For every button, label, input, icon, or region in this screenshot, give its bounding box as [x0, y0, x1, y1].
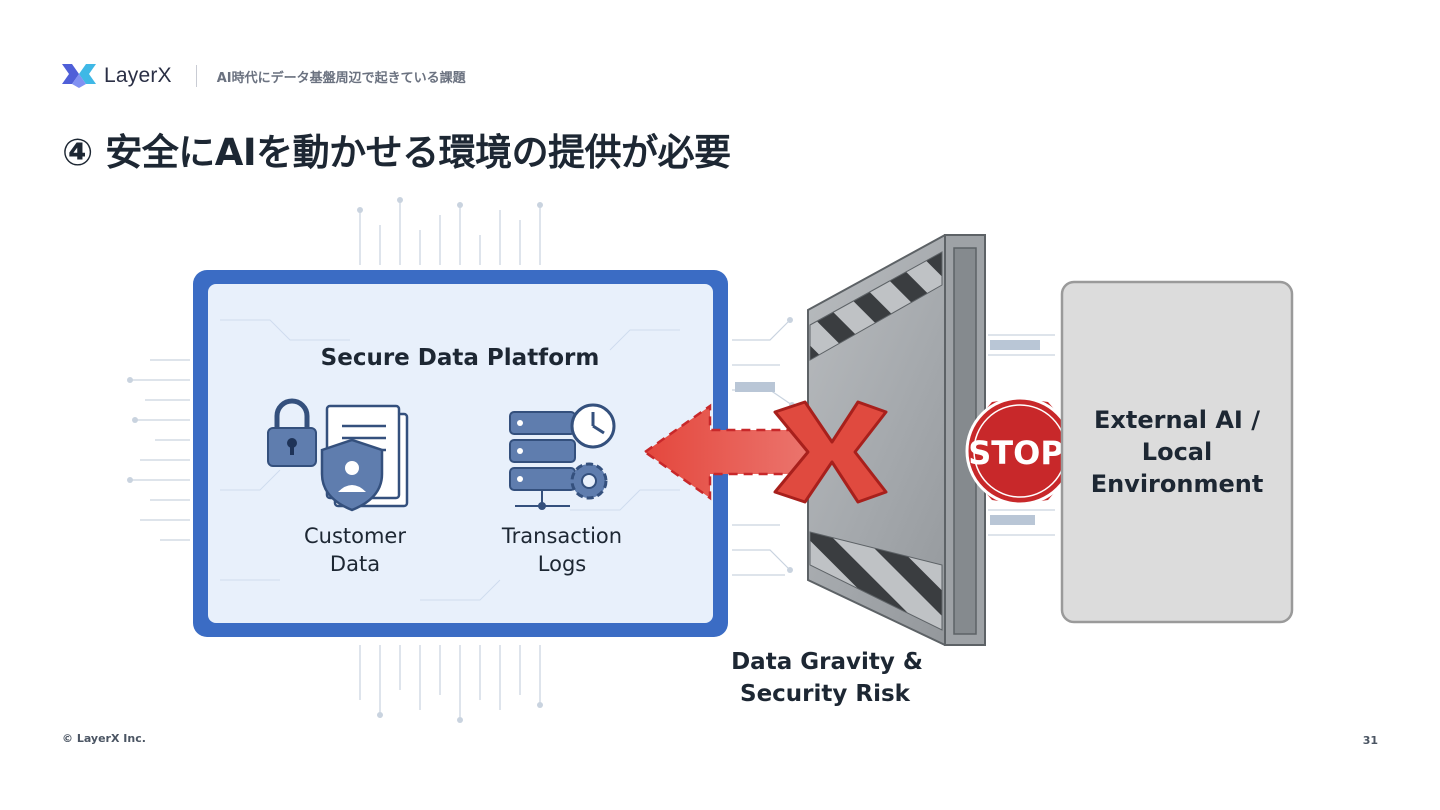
header-divider	[195, 65, 197, 87]
stop-sign-icon: STOP	[965, 396, 1075, 506]
external-ai-label-line3: Environment	[1091, 470, 1264, 498]
circuit-nodes	[127, 197, 795, 723]
copyright-notice: © LayerX Inc.	[62, 732, 146, 745]
customer-data-icon	[267, 398, 409, 512]
external-ai-label-line1: External AI /	[1094, 406, 1260, 434]
logo-wordmark: LayerX	[104, 64, 172, 87]
blocked-x-icon	[773, 400, 888, 504]
customer-data-label-line1: Customer	[304, 524, 406, 548]
customer-data-label-line2: Data	[330, 552, 380, 576]
risk-label-line1: Data Gravity &	[731, 649, 923, 675]
panel-circuit-pattern	[220, 319, 680, 601]
platform-title: Secure Data Platform	[321, 345, 600, 371]
data-gravity-diagram: Secure Data Platform Customer Data Trans…	[127, 197, 1294, 723]
page-number: 31	[1362, 734, 1378, 747]
data-bars	[735, 340, 1040, 525]
slide-header: LayerX AI時代にデータ基盤周辺で起きている課題	[62, 60, 466, 92]
external-ai-label-line2: Local	[1142, 438, 1212, 466]
section-label: AI時代にデータ基盤周辺で起きている課題	[216, 70, 466, 86]
layerx-logo-icon	[62, 64, 96, 88]
secure-platform-panel	[208, 284, 713, 623]
layerx-logo: LayerX	[62, 62, 172, 90]
risk-label-line2: Security Risk	[740, 681, 911, 707]
transaction-logs-label-line1: Transaction	[501, 524, 622, 548]
transaction-logs-icon	[509, 403, 616, 510]
page-title: ④ 安全にAIを動かせる環境の提供が必要	[62, 131, 731, 174]
transaction-logs-label-line2: Logs	[538, 552, 586, 576]
stop-sign-text: STOP	[968, 434, 1064, 472]
circuit-traces	[130, 200, 1055, 720]
external-ai-box	[1060, 280, 1294, 624]
